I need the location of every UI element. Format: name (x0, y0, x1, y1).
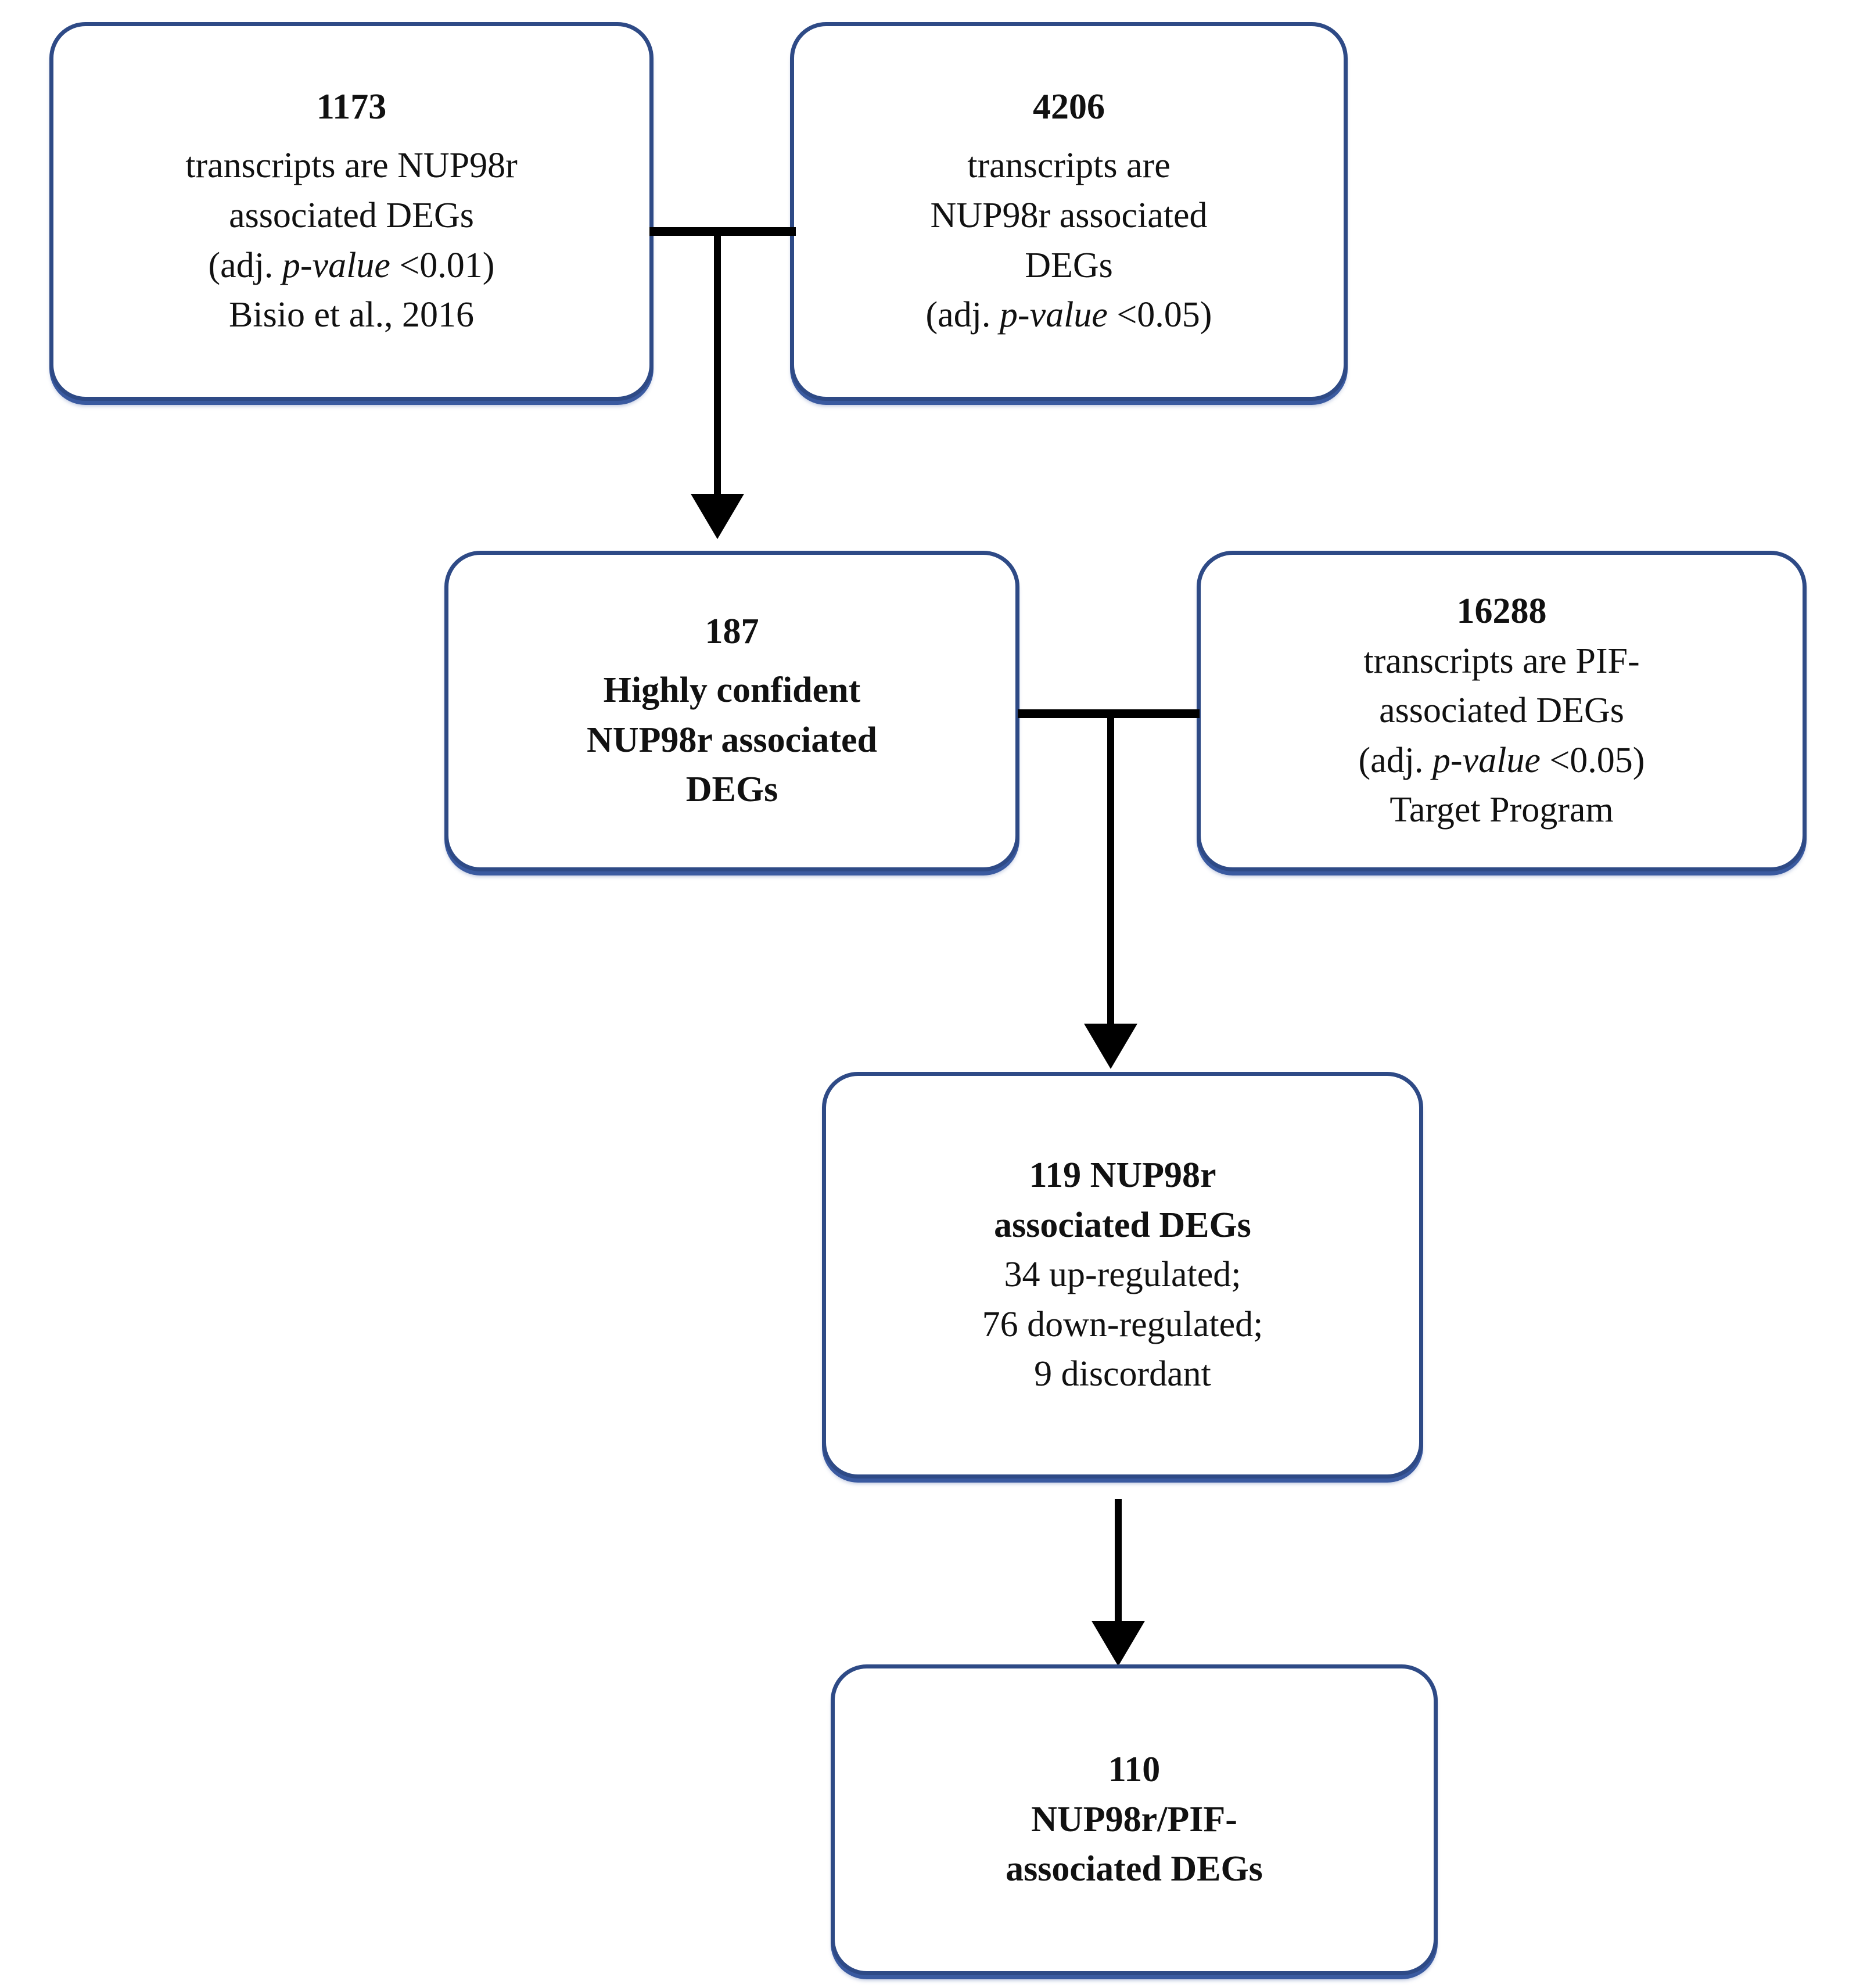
connector-3-vertical-line (1115, 1499, 1122, 1627)
node-16288-line-1: 16288 (1456, 591, 1547, 631)
node-187-line-1: 187 (705, 612, 759, 652)
node-110-nup98r-pif-degs: 110 NUP98r/PIF- associated DEGs (831, 1664, 1438, 1975)
node-1173-line-3: associated DEGs (229, 195, 474, 235)
node-4206-line-4: DEGs (1025, 245, 1113, 285)
connector-1-arrowhead-down-icon (691, 494, 744, 539)
node-1173-p-value-italic: p-value (282, 245, 390, 285)
node-187-highly-confident: 187 Highly confident NUP98r associated D… (444, 551, 1019, 871)
node-4206-p-value-italic: p-value (999, 295, 1108, 335)
node-1173-transcripts: 1173 transcripts are NUP98r associated D… (49, 22, 654, 401)
node-1173-line-4-pre: (adj. (208, 245, 282, 285)
node-110-line-2: NUP98r/PIF- (1031, 1799, 1237, 1839)
node-16288-line-3: associated DEGs (1379, 691, 1624, 731)
node-16288-line-4-post: <0.05) (1540, 740, 1645, 780)
node-4206-line-5: (adj. p-value <0.05) (926, 290, 1212, 340)
node-119-nup98r-degs: 119 NUP98r associated DEGs 34 up-regulat… (822, 1072, 1423, 1479)
node-1173-line-1: 1173 (316, 87, 387, 127)
node-16288-line-2: transcripts are PIF- (1363, 641, 1640, 681)
node-1173-line-2: transcripts are NUP98r (185, 146, 518, 186)
node-187-line-3: NUP98r associated (587, 720, 877, 760)
connector-2-vertical-line (1107, 713, 1114, 1027)
node-16288-line-4-pre: (adj. (1358, 740, 1432, 780)
node-4206-line-3: NUP98r associated (930, 195, 1208, 235)
node-4206-line-2: transcripts are (967, 146, 1171, 186)
connector-1-vertical-line (714, 231, 721, 496)
node-4206-line-5-post: <0.05) (1107, 295, 1212, 335)
node-187-line-4: DEGs (685, 770, 778, 810)
connector-2-arrowhead-down-icon (1084, 1024, 1137, 1069)
node-110-line-3: associated DEGs (1006, 1849, 1263, 1889)
connector-3-arrowhead-down-icon (1092, 1621, 1145, 1666)
node-4206-line-5-pre: (adj. (925, 295, 1000, 335)
node-119-line-2: associated DEGs (994, 1205, 1251, 1245)
node-16288-pif-degs: 16288 transcripts are PIF- associated DE… (1197, 551, 1807, 871)
node-1173-line-4: (adj. p-value <0.01) (209, 241, 495, 291)
node-16288-line-4: (adj. p-value <0.05) (1359, 736, 1645, 786)
connector-1-horizontal-bar (649, 227, 796, 236)
node-110-line-1: 110 (1108, 1750, 1161, 1790)
node-1173-line-4-post: <0.01) (390, 245, 495, 285)
node-119-line-3-up-regulated: 34 up-regulated; (1004, 1255, 1241, 1295)
node-16288-p-value-italic: p-value (1432, 740, 1541, 780)
node-119-line-5-discordant: 9 discordant (1034, 1354, 1211, 1394)
node-4206-line-1: 4206 (1033, 87, 1105, 127)
node-16288-line-5-target-program: Target Program (1390, 790, 1614, 830)
node-4206-transcripts: 4206 transcripts are NUP98r associated D… (790, 22, 1348, 401)
node-1173-line-5-citation: Bisio et al., 2016 (229, 295, 474, 335)
node-119-line-1: 119 NUP98r (1029, 1156, 1216, 1196)
node-187-line-2: Highly confident (603, 670, 861, 710)
node-119-line-4-down-regulated: 76 down-regulated; (982, 1304, 1263, 1344)
